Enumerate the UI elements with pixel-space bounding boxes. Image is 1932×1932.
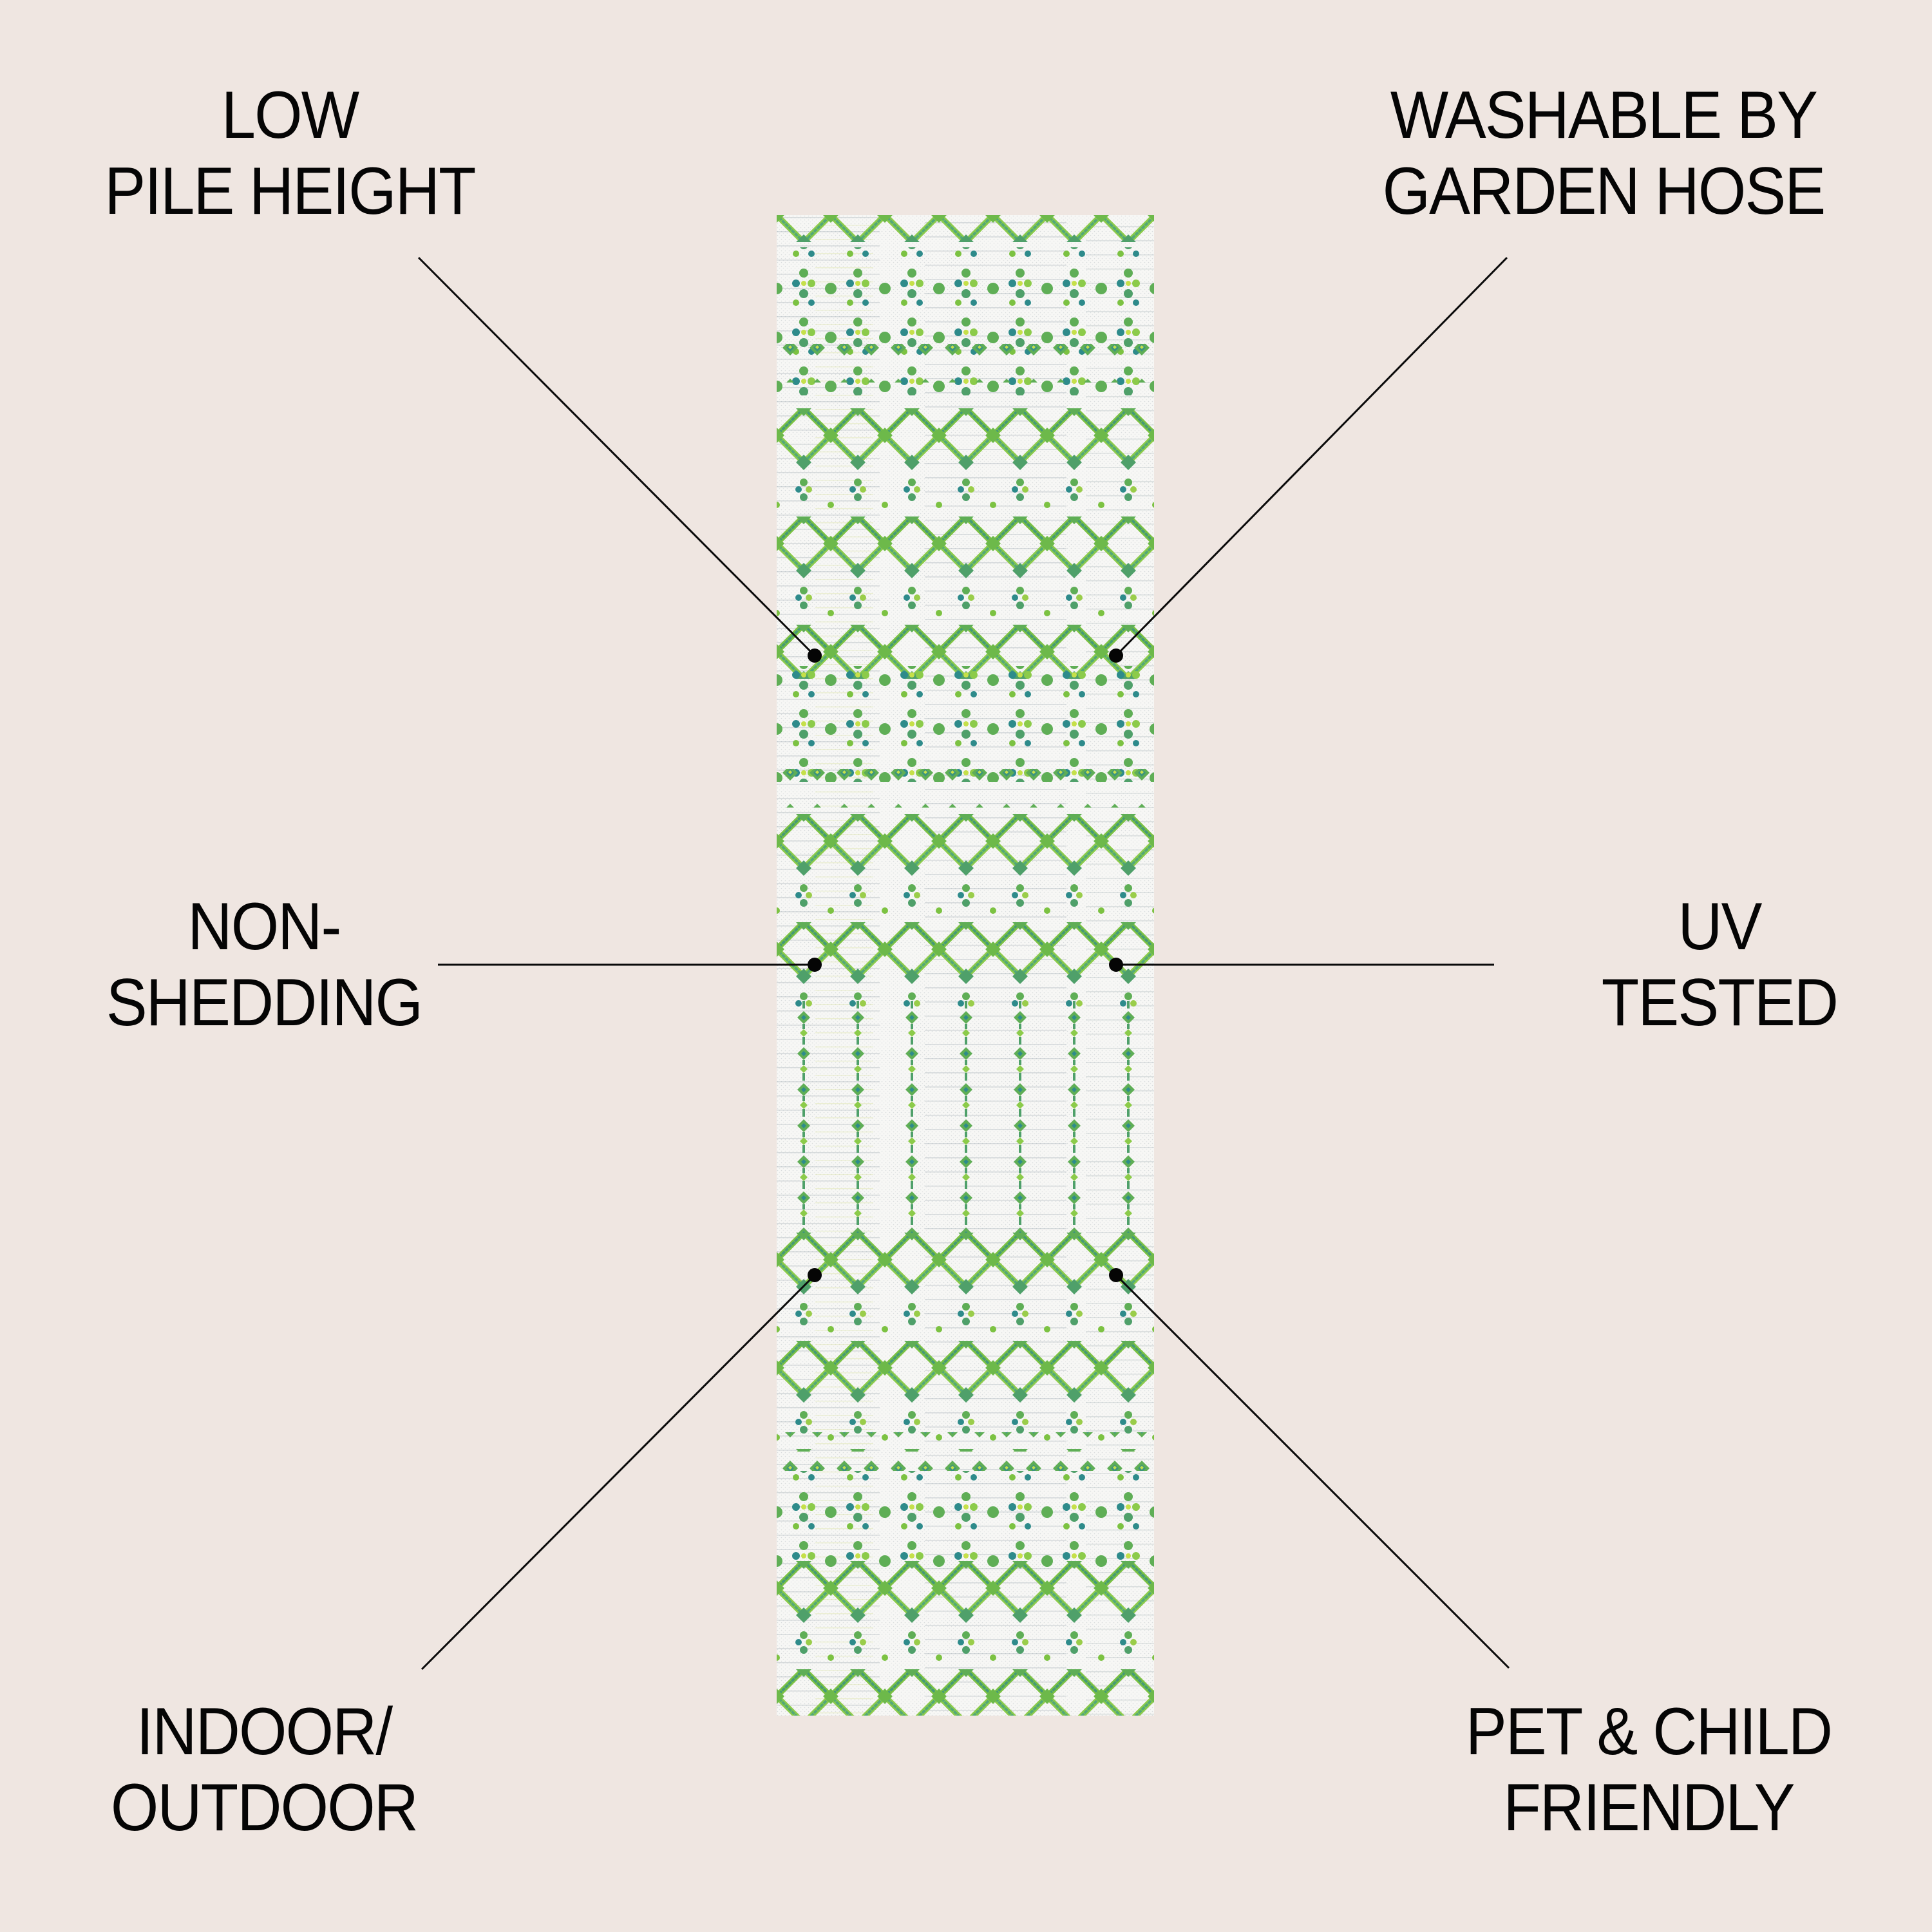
feature-label-line: TESTED — [1601, 965, 1839, 1040]
feature-label-line: PILE HEIGHT — [104, 154, 476, 229]
feature-label-low-pile-height: LOW PILE HEIGHT — [88, 77, 491, 229]
feature-label-line: UV — [1678, 889, 1762, 964]
feature-label-uv-tested: UV TESTED — [1571, 889, 1868, 1041]
feature-label-washable-by-garden-hose: WASHABLE BY GARDEN HOSE — [1372, 77, 1835, 229]
feature-label-indoor-outdoor: INDOOR/ OUTDOOR — [80, 1694, 448, 1846]
feature-label-line: OUTDOOR — [110, 1770, 419, 1845]
feature-label-line: INDOOR/ — [136, 1694, 393, 1769]
feature-label-line: FRIENDLY — [1503, 1770, 1795, 1845]
feature-label-line: GARDEN HOSE — [1382, 154, 1826, 229]
rug-pattern — [777, 215, 1154, 1716]
callout-line-washable — [1115, 256, 1508, 657]
callout-line-pet-child-friendly — [1115, 1274, 1510, 1669]
feature-label-non-shedding: NON- SHEDDING — [80, 889, 448, 1041]
callout-line-low-pile-height — [417, 256, 816, 657]
rug-runner-image — [777, 215, 1154, 1716]
feature-label-line: LOW — [221, 78, 359, 153]
feature-label-line: SHEDDING — [106, 965, 423, 1040]
feature-label-line: PET & CHILD — [1465, 1694, 1833, 1769]
callout-line-indoor-outdoor — [421, 1274, 816, 1671]
feature-label-pet-child-friendly: PET & CHILD FRIENDLY — [1435, 1694, 1862, 1846]
feature-label-line: NON- — [187, 889, 341, 964]
feature-label-line: WASHABLE BY — [1390, 78, 1818, 153]
